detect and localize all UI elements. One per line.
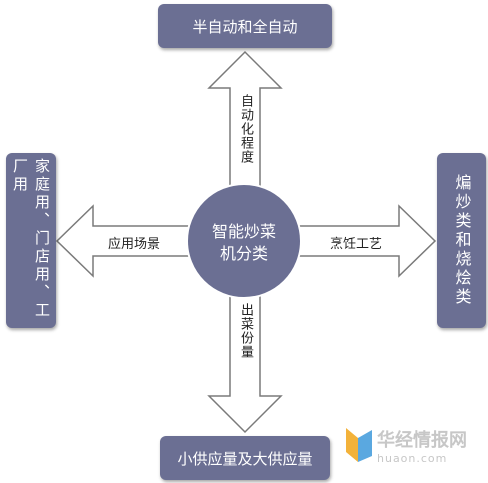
arrow-down bbox=[207, 289, 283, 434]
watermark-brand: 华经情报网 bbox=[377, 430, 467, 451]
box-automation-label: 半自动和全自动 bbox=[192, 17, 298, 36]
arrow-label-portion: 出菜份量 bbox=[238, 303, 253, 359]
box-automation: 半自动和全自动 bbox=[158, 4, 332, 48]
box-portion: 小供应量及大供应量 bbox=[160, 436, 330, 480]
watermark: 华经情报网 huaon.com bbox=[377, 430, 467, 465]
arrow-right bbox=[289, 204, 437, 278]
box-portion-label: 小供应量及大供应量 bbox=[177, 449, 313, 468]
box-process-label: 煸炒类和烧烩类 bbox=[452, 174, 472, 307]
center-circle bbox=[186, 183, 302, 299]
box-scenario: 家庭用、门店用、工厂用 bbox=[6, 153, 56, 328]
arrow-label-scenario: 应用场景 bbox=[108, 237, 161, 252]
center-label-line1: 智能炒菜 bbox=[212, 222, 276, 241]
arrow-left bbox=[55, 204, 201, 278]
arrow-label-process: 烹饪工艺 bbox=[330, 237, 383, 252]
watermark-url: huaon.com bbox=[377, 452, 448, 465]
box-process: 煸炒类和烧烩类 bbox=[437, 153, 486, 328]
watermark-logo-icon bbox=[346, 428, 372, 462]
center-label-line2: 机分类 bbox=[220, 244, 268, 263]
arrow-label-automation: 自动化程度 bbox=[238, 94, 253, 164]
arrow-up bbox=[207, 50, 283, 191]
box-scenario-label: 家庭用、门店用、工厂用 bbox=[11, 158, 51, 320]
